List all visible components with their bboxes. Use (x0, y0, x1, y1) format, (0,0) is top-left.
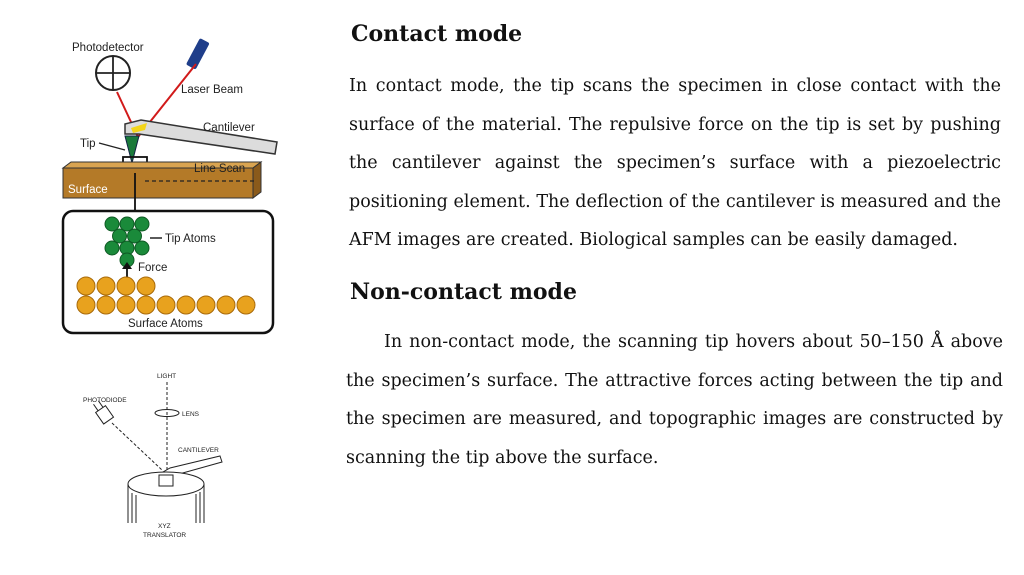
noncontact-mode-paragraph: In non-contact mode, the scanning tip ho… (346, 332, 1003, 468)
tip-atoms-label: Tip Atoms (165, 233, 216, 245)
afm-noncontact-diagram: LIGHT PHOTODIODE LENS CANTILEVER XYZ TRA… (83, 373, 223, 539)
afm-contact-diagram: Photodetector Laser Beam Cantilever Tip … (61, 38, 278, 335)
lens-label: LENS (182, 411, 200, 418)
atom-inset (61, 209, 275, 335)
photodiode-label: PHOTODIODE (83, 397, 127, 404)
line-scan-label: Line Scan (194, 163, 245, 175)
lens-icon (154, 409, 180, 417)
surface-block (62, 167, 254, 199)
light-label: LIGHT (157, 373, 176, 380)
photodiode-icon (93, 400, 115, 425)
contact-mode-paragraph: In contact mode, the tip scans the speci… (349, 76, 1001, 250)
cantilever-label-2: CANTILEVER (178, 447, 219, 454)
laser-icon (186, 38, 210, 69)
cantilever-shape (124, 119, 278, 155)
noncontact-mode-heading: Non-contact mode (350, 279, 577, 305)
contact-mode-heading: Contact mode (351, 21, 523, 47)
surface-atoms-label: Surface Atoms (128, 318, 203, 330)
cantilever-label: Cantilever (203, 122, 255, 134)
photodetector-label: Photodetector (72, 42, 144, 54)
force-label: Force (138, 262, 167, 274)
xyz-label: XYZ (158, 523, 171, 530)
tip-label: Tip (80, 138, 96, 150)
laser-beam-label: Laser Beam (181, 84, 243, 96)
translator-label: TRANSLATOR (143, 532, 186, 539)
tip-shape (124, 135, 140, 165)
surface-label: Surface (68, 184, 108, 196)
